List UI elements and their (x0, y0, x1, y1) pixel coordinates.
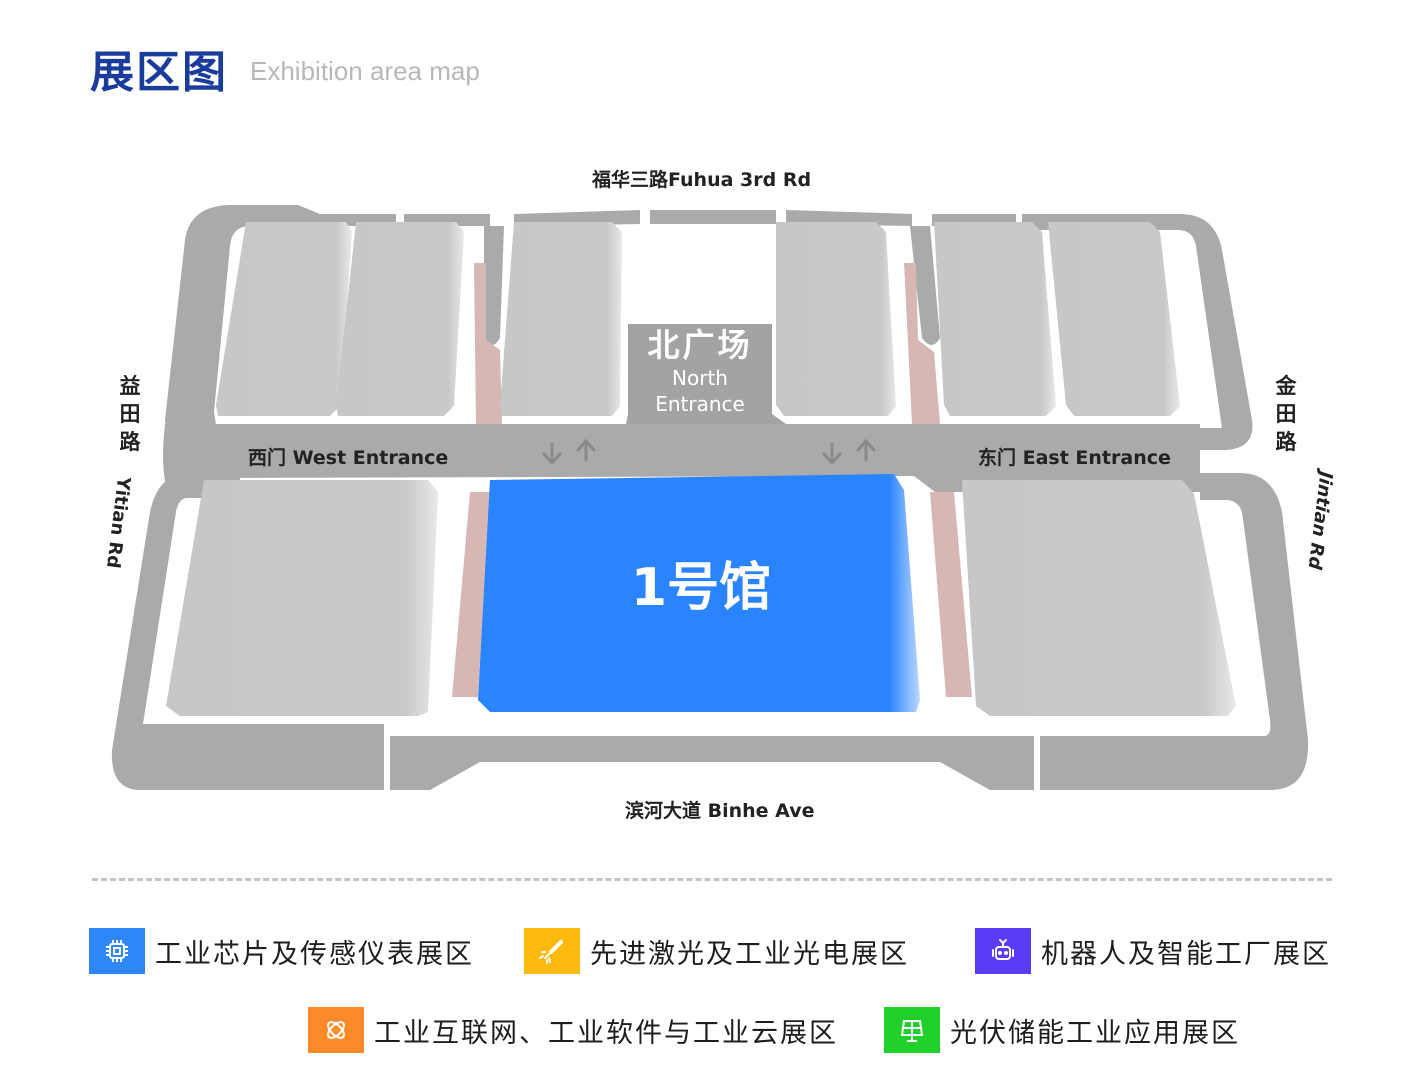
page-title-zh: 展区图 (90, 47, 228, 98)
road-label-fuhua: 福华三路Fuhua 3rd Rd (592, 169, 812, 191)
arrow-up-icon (576, 438, 596, 462)
north-entrance-line2: Entrance (655, 392, 745, 416)
legend-label: 工业芯片及传感仪表展区 (155, 938, 474, 970)
legend-divider (92, 878, 1332, 881)
legend-item-laser: 先进激光及工业光电展区 (524, 927, 909, 975)
upper-halls (216, 222, 1180, 416)
arrow-up-icon (856, 438, 876, 462)
legend-label: 机器人及智能工厂展区 (1041, 938, 1331, 970)
legend-label: 工业互联网、工业软件与工业云展区 (374, 1017, 838, 1049)
entrance-arrows (542, 438, 876, 466)
road-label-binhe: 滨河大道 Binhe Ave (625, 800, 815, 822)
road-label-yitian: 益 田 路 Yitian Rd (90, 372, 150, 572)
robot-icon (975, 928, 1031, 974)
hall-1-label: 1号馆 (630, 558, 772, 618)
west-entrance-label: 西门 West Entrance (248, 447, 449, 469)
legend-item-solar: 光伏储能工业应用展区 (884, 1006, 1240, 1054)
legend-label: 光伏储能工业应用展区 (950, 1017, 1240, 1049)
laser-icon (524, 928, 580, 974)
solar-panel-icon (884, 1007, 940, 1053)
network-icon (308, 1007, 364, 1053)
chip-icon (89, 928, 145, 974)
lower-ring-road (111, 473, 1309, 790)
east-entrance-label: 东门 East Entrance (978, 447, 1171, 469)
hall-1-highlight (478, 474, 920, 712)
arrow-down-icon (822, 442, 842, 466)
lower-halls (166, 480, 1236, 716)
road-label-yitian-char: 路 (119, 430, 141, 454)
legend-item-chips: 工业芯片及传感仪表展区 (89, 927, 474, 975)
road-label-jintian-char: 路 (1275, 430, 1297, 454)
legend-item-robot: 机器人及智能工厂展区 (975, 927, 1331, 975)
road-label-jintian-char: 金 (1275, 374, 1297, 398)
legend-label: 先进激光及工业光电展区 (590, 938, 909, 970)
road-label-jintian-char: 田 (1275, 402, 1297, 426)
arrow-down-icon (542, 442, 562, 466)
legend-item-internet: 工业互联网、工业软件与工业云展区 (308, 1006, 838, 1054)
north-entrance-label: 北广场 North Entrance (628, 325, 772, 421)
north-plaza-zh: 北广场 (647, 326, 753, 364)
road-label-yitian-char: 益 (119, 374, 141, 398)
road-label-jintian-en: Jintian Rd (1303, 470, 1337, 571)
north-plaza (626, 324, 786, 424)
walkways (452, 263, 972, 697)
road-label-yitian-en: Yitian Rd (101, 475, 135, 570)
exhibition-map (111, 205, 1309, 790)
north-entrance-line1: North (672, 366, 728, 390)
road-label-yitian-char: 田 (119, 402, 141, 426)
page-title-en: Exhibition area map (250, 56, 480, 86)
road-label-jintian: 金 田 路 Jintian Rd (1268, 372, 1348, 592)
